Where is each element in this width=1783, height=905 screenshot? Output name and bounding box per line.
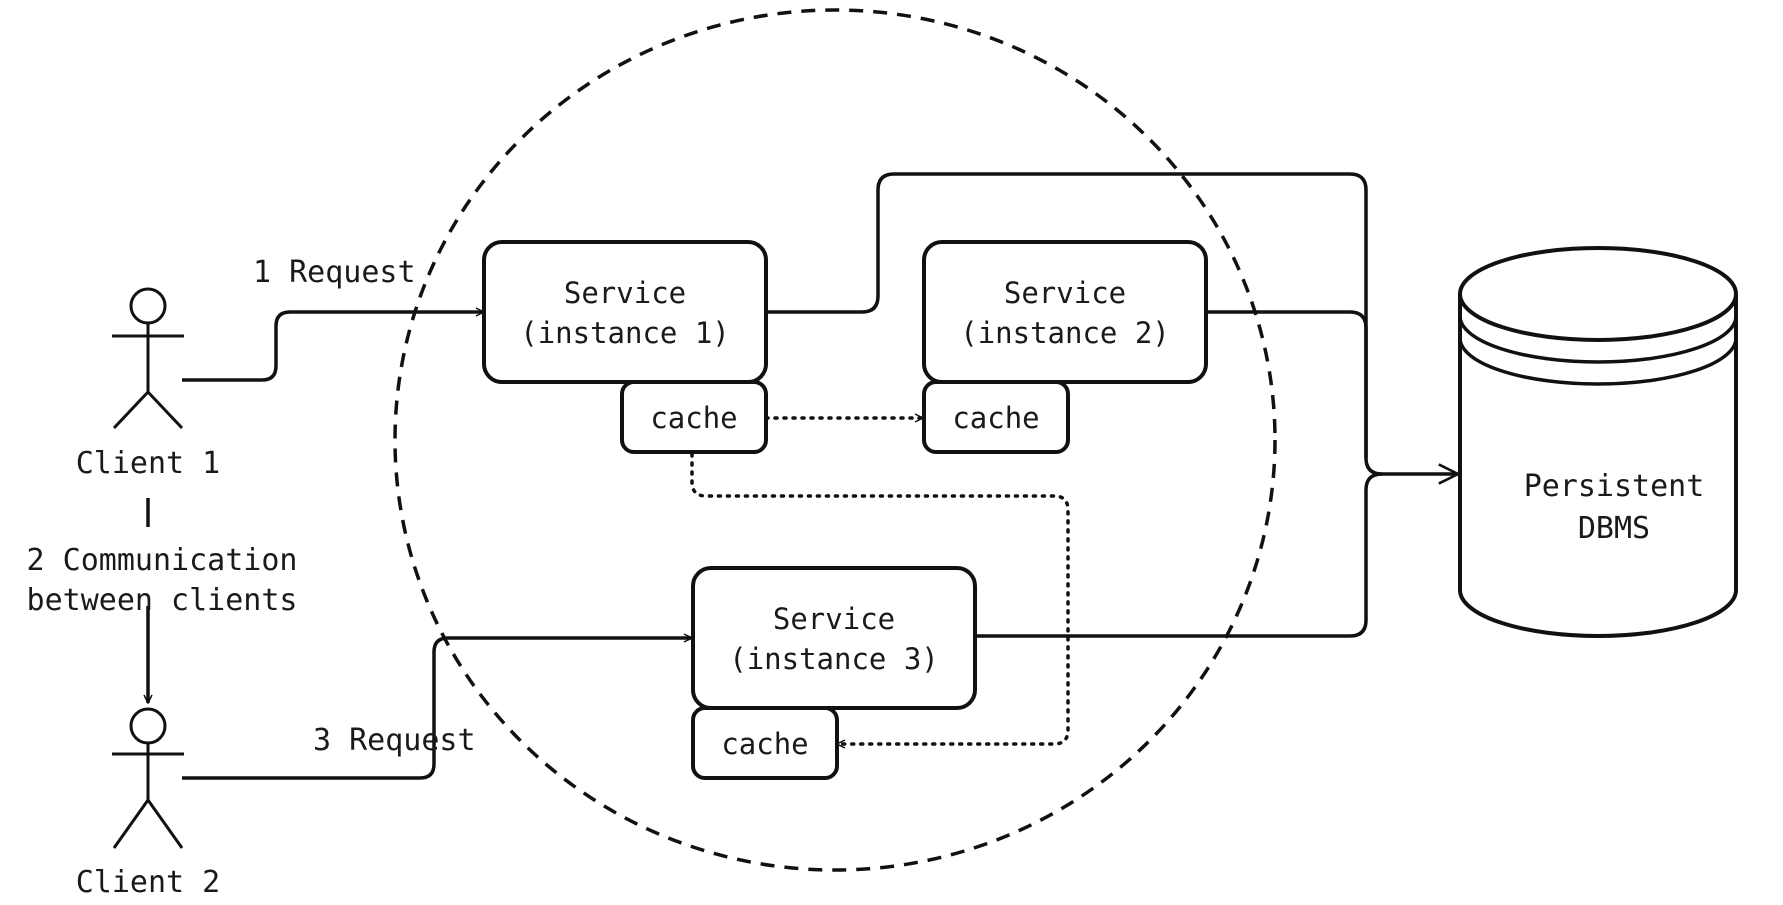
service-1-to-db-wire — [766, 172, 1383, 476]
communication-label-line1: 2 Communication — [27, 543, 298, 578]
service-2-cache-label: cache — [952, 401, 1039, 435]
service-3-box — [691, 566, 977, 710]
service-2-title: Service — [1004, 276, 1126, 310]
request-3-label: 3 Request — [313, 723, 476, 758]
database-label-line2: DBMS — [1578, 511, 1650, 546]
service-1-instance: (instance 1) — [520, 316, 730, 350]
service-2-box — [922, 240, 1208, 384]
service-1-cache-box — [620, 380, 768, 454]
service-1-box — [482, 240, 768, 384]
communication-label-line2: between clients — [27, 583, 298, 618]
client-1-actor-icon — [112, 287, 184, 430]
database-ring-1 — [1458, 315, 1738, 364]
service-1-title: Service — [564, 276, 686, 310]
database-top — [1458, 246, 1738, 342]
service-cluster-boundary — [393, 8, 1277, 872]
service-3-instance: (instance 3) — [729, 642, 939, 676]
request-3-wire — [182, 638, 692, 780]
database-label-line1: Persistent — [1524, 469, 1705, 504]
database-ring-2 — [1458, 337, 1738, 386]
service-2-instance: (instance 2) — [960, 316, 1170, 350]
request-1-label: 1 Request — [253, 255, 416, 290]
service-2-to-db-wire — [1206, 310, 1368, 458]
cache-sync-1-to-3 — [690, 452, 1070, 744]
client-2-actor-icon — [112, 707, 184, 849]
service-2-cache-box — [922, 380, 1070, 454]
service-3-cache-box — [691, 706, 839, 780]
database-cylinder: Persistent DBMS — [1458, 246, 1738, 638]
service-3-title: Service — [773, 602, 895, 636]
service-1-cache-label: cache — [650, 401, 737, 435]
service-3-cache-label: cache — [721, 727, 808, 761]
client-1-label: Client 1 — [76, 446, 221, 481]
service-3-to-db-wire — [976, 472, 1383, 638]
database-body — [1458, 294, 1738, 638]
request-1-wire — [182, 312, 484, 382]
client-2-label: Client 2 — [76, 865, 221, 900]
